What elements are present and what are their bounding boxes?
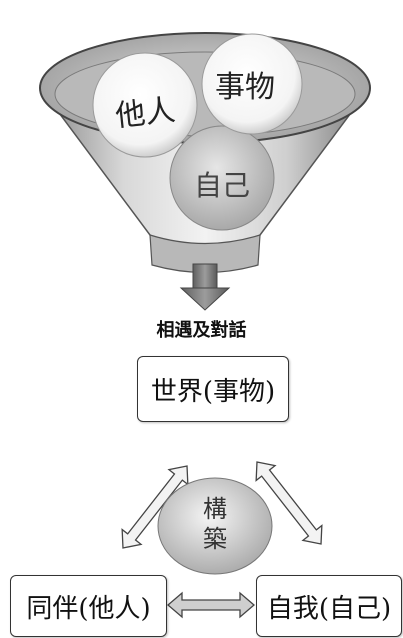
center-label: 構 築 [195,494,235,554]
node-self: 自我(自己) [256,575,402,637]
ball-things [201,33,303,135]
funnel-balls [92,33,303,231]
ball-self [169,125,275,231]
double-arrow-icon-left [121,465,189,549]
down-arrow-icon [179,263,231,311]
caption: 相遇及對話 [156,320,247,341]
node-peer: 同伴(他人) [10,575,167,637]
ball-others [92,52,198,158]
node-world: 世界(事物) [137,356,289,422]
double-arrow-icon-bottom [167,591,255,619]
double-arrow-icon-right [255,461,323,545]
center-label-line2: 築 [203,525,227,553]
ball-label-others: 他人 [113,92,178,135]
center-label-line1: 構 [203,495,227,523]
ball-label-self: 自己 [194,169,251,202]
center-ellipse [157,477,273,575]
ball-label-things: 事物 [215,70,275,105]
